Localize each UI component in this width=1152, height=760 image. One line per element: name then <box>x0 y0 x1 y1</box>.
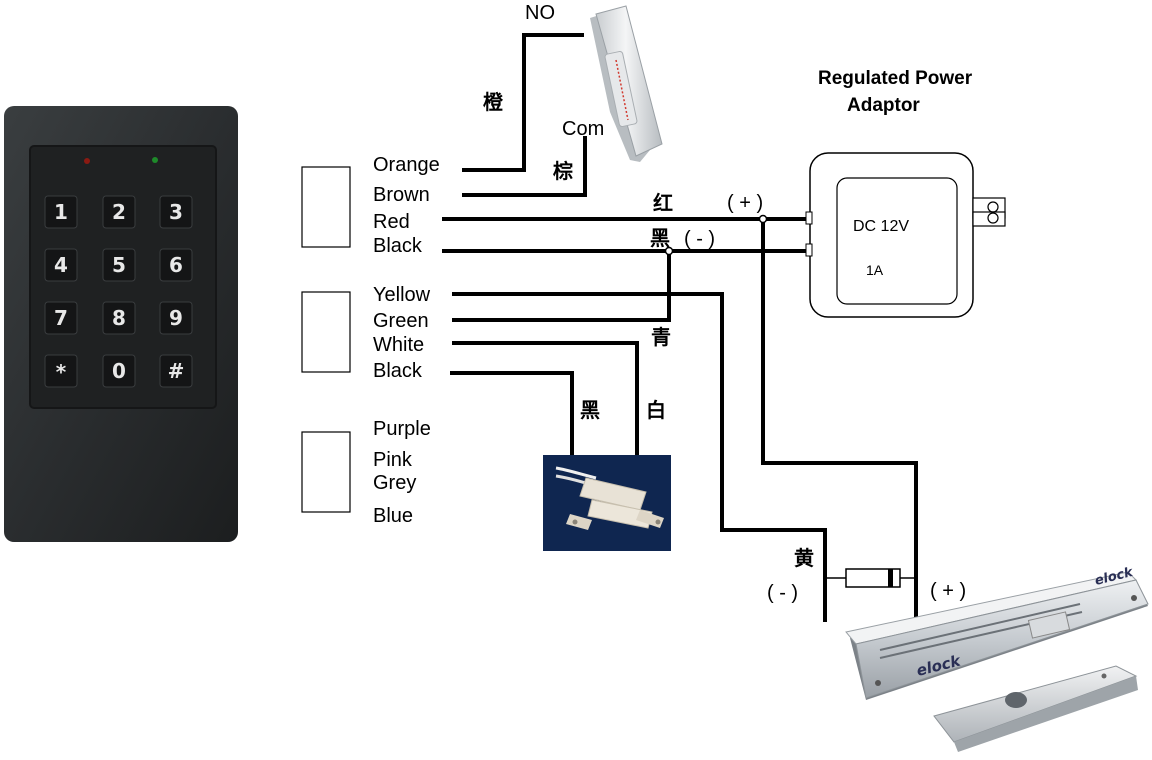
wire-yellow <box>452 292 827 622</box>
adaptor-title-line1: Regulated Power <box>818 68 973 89</box>
terminal-block-1 <box>301 166 351 248</box>
key-label: 1 <box>54 200 68 224</box>
key-2 <box>102 195 136 229</box>
wire-brown <box>462 136 587 197</box>
key-label: 4 <box>54 253 68 277</box>
exit-button-device <box>590 5 663 162</box>
key-1 <box>44 195 78 229</box>
polarity-minus-lock: ( - ) <box>767 582 799 604</box>
key-star <box>44 354 78 388</box>
terminal-block-3 <box>301 431 351 513</box>
cn-label-black-sensor: 黑 <box>580 398 600 422</box>
key-3 <box>159 195 193 229</box>
wire-orange <box>462 33 584 172</box>
cn-label-yellow: 黄 <box>794 546 814 570</box>
key-label: 6 <box>169 253 183 277</box>
wire-black-sensor <box>450 371 574 455</box>
wire-label-orange: Orange <box>373 154 440 176</box>
wire-label-red: Red <box>373 211 410 233</box>
wire-label-black-2: Black <box>373 360 422 382</box>
wire-lock-plus <box>761 219 918 622</box>
cn-label-white: 白 <box>646 398 666 422</box>
com-terminal-label: Com <box>562 118 605 140</box>
wire-label-brown: Brown <box>373 184 430 206</box>
wire-label-purple: Purple <box>373 418 431 440</box>
polarity-plus-lock: ( + ) <box>930 580 967 602</box>
cn-label-orange: 橙 <box>483 90 503 114</box>
power-adaptor-device <box>805 152 1006 318</box>
door-sensor-device <box>543 455 671 551</box>
adaptor-current: 1A <box>866 262 884 278</box>
adaptor-voltage: DC 12V <box>853 218 910 235</box>
key-label: 9 <box>169 306 183 330</box>
key-label: 5 <box>112 253 126 277</box>
cn-label-brown: 棕 <box>553 159 573 183</box>
wire-label-green: Green <box>373 310 429 332</box>
wire-label-black-1: Black <box>373 235 422 257</box>
terminal-block-2 <box>301 291 351 373</box>
key-label: * <box>56 360 67 384</box>
wire-label-yellow: Yellow <box>373 284 431 306</box>
key-6 <box>159 248 193 282</box>
polarity-plus-power: ( + ) <box>727 192 764 214</box>
cn-label-red: 红 <box>653 191 673 215</box>
wire-label-grey: Grey <box>373 472 417 494</box>
key-label: 8 <box>112 306 126 330</box>
key-label: 7 <box>54 306 68 330</box>
polarity-minus-power: ( - ) <box>684 228 716 250</box>
wire-green <box>452 251 671 322</box>
key-hash <box>159 354 193 388</box>
no-terminal-label: NO <box>525 2 555 24</box>
diode-icon <box>825 568 916 588</box>
magnetic-lock-device: elock elock <box>845 565 1149 752</box>
adaptor-title-line2: Adaptor <box>847 95 920 116</box>
key-label: # <box>168 359 185 383</box>
wire-label-pink: Pink <box>373 449 412 471</box>
key-5 <box>102 248 136 282</box>
cn-label-black-power: 黑 <box>650 226 670 250</box>
key-7 <box>44 301 78 335</box>
wire-label-blue: Blue <box>373 505 414 527</box>
wires <box>442 33 918 622</box>
key-label: 2 <box>112 200 126 224</box>
junction-plus-icon <box>758 214 768 224</box>
key-label: 0 <box>112 359 126 383</box>
key-4 <box>44 248 78 282</box>
key-9 <box>159 301 193 335</box>
keypad-device: 1 2 3 4 5 6 7 8 9 * 0 # <box>4 106 238 542</box>
key-0 <box>102 354 136 388</box>
wire-white <box>452 341 639 455</box>
key-label: 3 <box>169 200 183 224</box>
cn-label-green: 青 <box>651 325 671 349</box>
junction-minus-icon <box>664 246 674 256</box>
led-red-icon <box>84 158 90 164</box>
wire-label-white: White <box>373 334 425 356</box>
led-green-icon <box>152 157 158 163</box>
key-8 <box>102 301 136 335</box>
